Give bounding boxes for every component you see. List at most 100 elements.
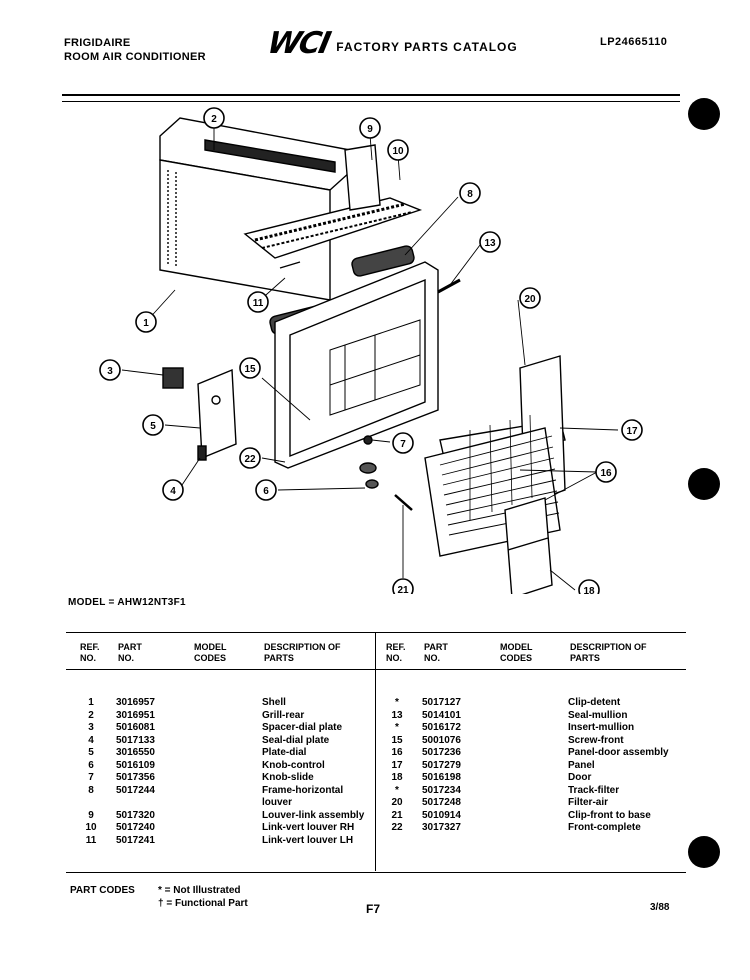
part-number: 5016172	[422, 722, 461, 733]
table-row: 5 3016550 Plate-dial	[80, 747, 380, 759]
exploded-parts-diagram: 1 2 3 4 5 6 7 8 9 10 11 13 15 16 17 18 2…	[99, 107, 643, 594]
binder-hole-icon	[688, 468, 720, 500]
part-description: Panel	[568, 759, 595, 771]
part-description: Link-vert louver LH	[262, 834, 354, 846]
ref-number: 6	[88, 759, 94, 771]
ref-number: 5	[88, 747, 94, 758]
svg-text:18: 18	[583, 586, 595, 594]
svg-text:10: 10	[392, 146, 404, 157]
catalog-number: LP24665110	[600, 36, 668, 48]
header-center: WCI FACTORY PARTS CATALOG	[264, 26, 518, 61]
page-code: F7	[366, 902, 381, 916]
table-row: 20 5017248 Filter-air	[386, 797, 686, 809]
part-description: Knob-control	[262, 759, 325, 771]
table-divider	[375, 633, 376, 871]
col-head-model-codes: MODEL CODES	[194, 642, 227, 663]
ref-number: 17	[391, 759, 403, 771]
col-head-part: PART NO.	[424, 642, 448, 663]
part-description: Seal-dial plate	[262, 734, 330, 746]
catalog-title: FACTORY PARTS CATALOG	[336, 39, 518, 54]
part-number: 3016550	[116, 747, 155, 758]
ref-number: 3	[88, 722, 94, 733]
part-description: Frame-horizontal	[262, 784, 344, 796]
table-rule-top	[66, 632, 686, 633]
ref-number: 2	[88, 709, 94, 721]
part-number: 5014101	[422, 709, 461, 721]
legend-entries: * = Not Illustrated † = Functional Part	[158, 884, 248, 910]
ref-number: 9	[88, 809, 94, 821]
ref-number: *	[395, 722, 399, 733]
part-number: 5016109	[116, 759, 155, 771]
part-number: 3017327	[422, 822, 461, 833]
svg-text:11: 11	[253, 298, 264, 309]
table-row: 11 5017241 Link-vert louver LH	[80, 835, 380, 847]
ref-number: 21	[391, 809, 403, 821]
ref-number: 16	[391, 747, 403, 758]
col-head-ref: REF. NO.	[80, 642, 100, 663]
part-description: Filter-air	[568, 797, 609, 808]
part-number: 5017248	[422, 797, 461, 808]
part-number: 5017234	[422, 784, 461, 796]
col-head-description: DESCRIPTION OF PARTS	[570, 642, 647, 663]
ref-number: 7	[88, 772, 94, 783]
part-description: Clip-front to base	[568, 809, 651, 821]
part-description: Plate-dial	[262, 747, 307, 758]
svg-text:21: 21	[397, 585, 409, 594]
binder-hole-icon	[688, 836, 720, 868]
part-description: louver	[262, 797, 293, 808]
svg-text:7: 7	[400, 439, 406, 450]
part-number: 5017133	[116, 734, 155, 746]
svg-text:2: 2	[211, 114, 217, 125]
model-line: MODEL = AHW12NT3F1	[68, 597, 186, 608]
table-row: * 5017234 Track-filter	[386, 785, 686, 797]
svg-text:15: 15	[244, 364, 256, 375]
ref-number: *	[395, 784, 399, 796]
part-description: Knob-slide	[262, 772, 314, 783]
svg-text:22: 22	[244, 454, 256, 465]
part-number: 5017241	[116, 834, 155, 846]
col-head-model-codes: MODEL CODES	[500, 642, 533, 663]
part-description: Track-filter	[568, 784, 620, 796]
ref-number: 1	[88, 697, 94, 708]
svg-text:16: 16	[600, 468, 612, 479]
part-description: Panel-door assembly	[568, 747, 669, 758]
part-description: Seal-mullion	[568, 709, 628, 721]
part-number: 3016951	[116, 709, 155, 721]
part-description: Screw-front	[568, 734, 624, 746]
part-number: 3016957	[116, 697, 155, 708]
part-codes-label: PART CODES	[70, 885, 135, 896]
table-row: 13 5014101 Seal-mullion	[386, 710, 686, 722]
ref-number: 10	[85, 822, 97, 833]
svg-text:9: 9	[367, 124, 373, 135]
part-description: Shell	[262, 697, 286, 708]
table-row: 9 5017320 Louver-link assembly	[80, 810, 380, 822]
part-number: 5017244	[116, 784, 155, 796]
part-number: 5017320	[116, 809, 155, 821]
part-description: Louver-link assembly	[262, 809, 365, 821]
col-head-description: DESCRIPTION OF PARTS	[264, 642, 341, 663]
ref-number: 18	[391, 772, 403, 783]
ref-number: 11	[85, 834, 97, 846]
svg-text:5: 5	[150, 421, 156, 432]
col-head-part: PART NO.	[118, 642, 142, 663]
ref-number: 20	[391, 797, 403, 808]
revision-date: 3/88	[650, 902, 670, 913]
svg-text:8: 8	[467, 189, 473, 200]
ref-number: 13	[391, 709, 403, 721]
svg-text:6: 6	[263, 486, 269, 497]
ref-number: *	[395, 697, 399, 708]
ref-number: 22	[391, 822, 403, 833]
callout-markers: 1 2 3 4 5 6 7 8 9 10 11 13 15 16 17 18 2…	[99, 107, 643, 594]
part-number: 5017240	[116, 822, 155, 833]
